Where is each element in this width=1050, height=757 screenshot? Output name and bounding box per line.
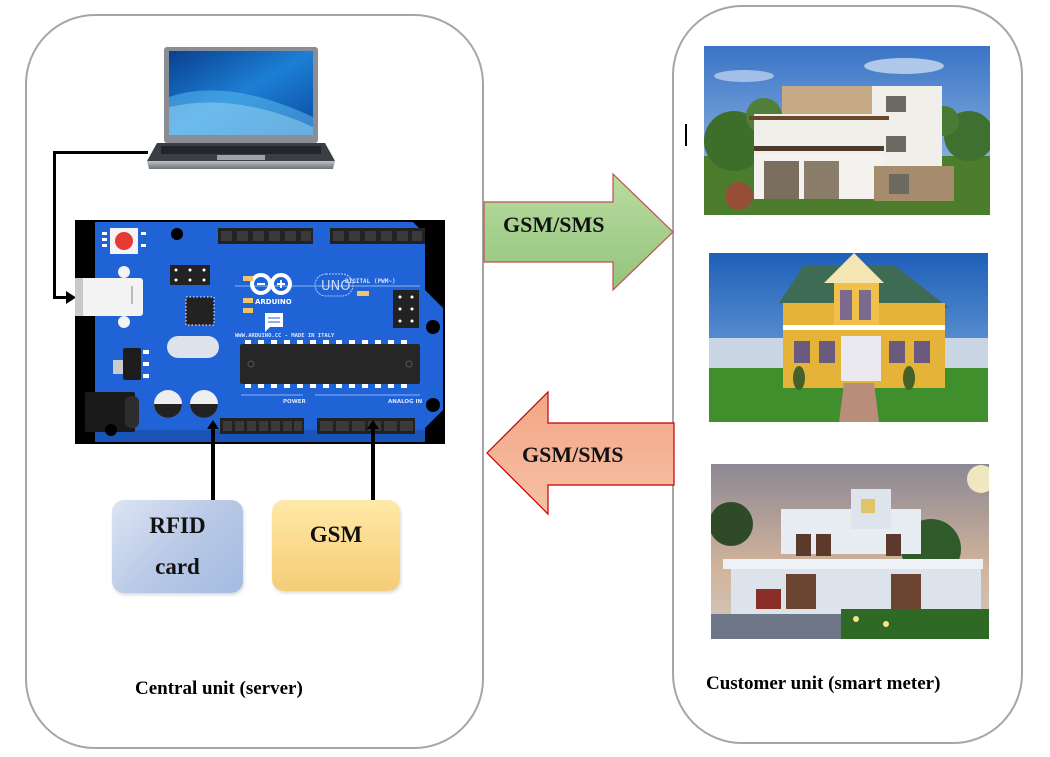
customer-unit-label: Customer unit (smart meter) [706,673,941,694]
gsm-module-label: GSM [309,522,363,547]
central-unit-label: Central unit (server) [135,678,303,699]
arrow-right-label: GSM/SMS [503,212,605,237]
rfid-wire-arrow-icon [207,420,219,429]
arrow-customer-to-central [486,390,675,516]
power-header-label: POWER [283,399,307,405]
usb-port [75,278,143,316]
usb-arrow-head-icon [66,291,76,304]
arduino-brand-text: ARDUINO [255,298,292,306]
house-image-2 [709,253,988,422]
power-jack [85,392,135,432]
arrow-central-to-customer [483,172,674,292]
usb-wire-horizontal-top [53,151,148,154]
house-image-1 [704,46,990,215]
rfid-label-line2: card [155,553,200,579]
rfid-label-line1: RFID [149,513,206,539]
gsm-wire-arrow-icon [367,420,379,429]
arduino-logo [250,273,292,295]
rfid-card-module: RFID card [112,500,243,593]
arduino-footer-text: WWW.ARDUINO.CC - MADE IN ITALY [235,333,335,339]
digital-header-label: DIGITAL (PWM~) [345,278,396,285]
analog-header-label: ANALOG IN [388,399,423,405]
rfid-wire [211,426,215,500]
laptop-icon [147,47,335,169]
stray-line-mark [685,124,687,146]
arrow-left-label: GSM/SMS [522,442,624,467]
house-image-3 [711,464,989,639]
arduino-uno-board: DIGITAL (PWM~) ARDUINO UNO WWW.ARDUINO.C… [75,220,445,444]
uno-text: UNO [321,279,350,294]
usb-wire-vertical [53,151,56,299]
usb-wire-horizontal-bottom [53,296,69,299]
gsm-wire [371,426,375,500]
gsm-module: GSM [272,500,400,591]
